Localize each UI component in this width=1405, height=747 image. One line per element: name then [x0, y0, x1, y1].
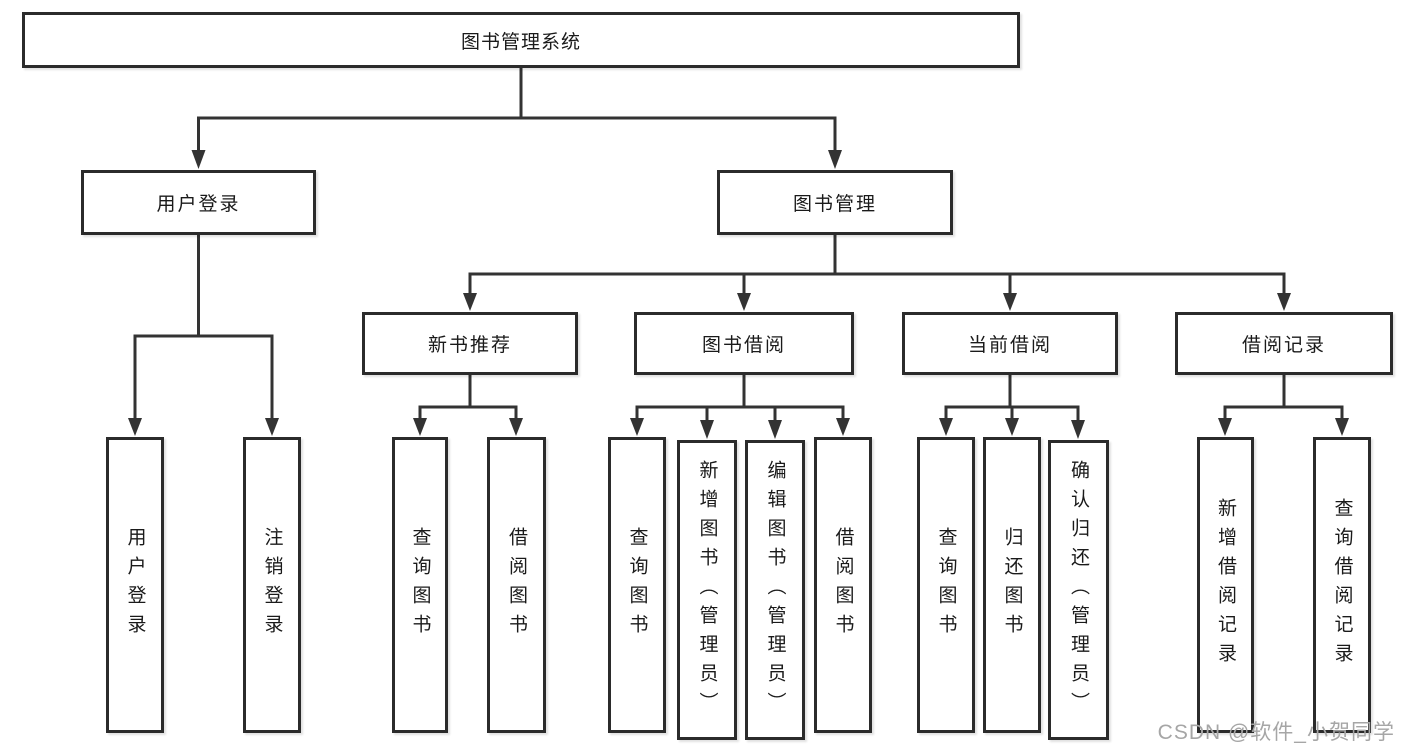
- node-new-book-recommend: 新书推荐: [362, 312, 578, 375]
- csdn-watermark: CSDN @软件_小贺同学: [1157, 721, 1395, 744]
- arrowheads: [128, 150, 1349, 439]
- leaf-current-query-books: 查询图书: [917, 437, 975, 733]
- leaf-query-borrow-record-label: 查询借阅记录: [1331, 498, 1353, 672]
- node-book-borrowing: 图书借阅: [634, 312, 854, 375]
- leaf-borrowing-borrow-books-label: 借阅图书: [832, 527, 854, 643]
- leaf-add-borrow-record: 新增借阅记录: [1197, 437, 1254, 733]
- leaf-query-borrow-record: 查询借阅记录: [1313, 437, 1371, 733]
- leaf-borrowing-borrow-books: 借阅图书: [814, 437, 872, 733]
- leaf-current-query-books-label: 查询图书: [935, 527, 957, 643]
- leaf-edit-books-admin: 编辑图书（管理员）: [745, 440, 805, 740]
- leaf-newbook-query-books: 查询图书: [392, 437, 448, 733]
- leaf-logout: 注销登录: [243, 437, 301, 733]
- leaf-newbook-query-books-label: 查询图书: [409, 527, 431, 643]
- leaf-return-books-label: 归还图书: [1001, 527, 1023, 643]
- node-root-library-system: 图书管理系统: [22, 12, 1020, 68]
- node-borrow-records: 借阅记录: [1175, 312, 1393, 375]
- node-current-borrowing: 当前借阅: [902, 312, 1118, 375]
- leaf-user-login: 用户登录: [106, 437, 164, 733]
- leaf-edit-books-admin-label: 编辑图书（管理员）: [764, 459, 786, 721]
- leaf-return-books: 归还图书: [983, 437, 1041, 733]
- leaf-newbook-borrow-books-label: 借阅图书: [506, 527, 527, 643]
- node-book-management-branch: 图书管理: [717, 170, 953, 235]
- leaf-confirm-return-admin-label: 确认归还（管理员）: [1068, 459, 1089, 721]
- leaf-user-login-label: 用户登录: [124, 527, 146, 643]
- leaf-confirm-return-admin: 确认归还（管理员）: [1048, 440, 1109, 740]
- leaf-add-borrow-record-label: 新增借阅记录: [1215, 498, 1236, 672]
- leaf-add-books-admin-label: 新增图书（管理员）: [696, 459, 718, 721]
- leaf-logout-label: 注销登录: [261, 527, 283, 643]
- node-user-login-branch: 用户登录: [81, 170, 316, 235]
- leaf-borrowing-query-books: 查询图书: [608, 437, 666, 733]
- leaf-newbook-borrow-books: 借阅图书: [487, 437, 546, 733]
- leaf-add-books-admin: 新增图书（管理员）: [677, 440, 737, 740]
- leaf-borrowing-query-books-label: 查询图书: [626, 527, 648, 643]
